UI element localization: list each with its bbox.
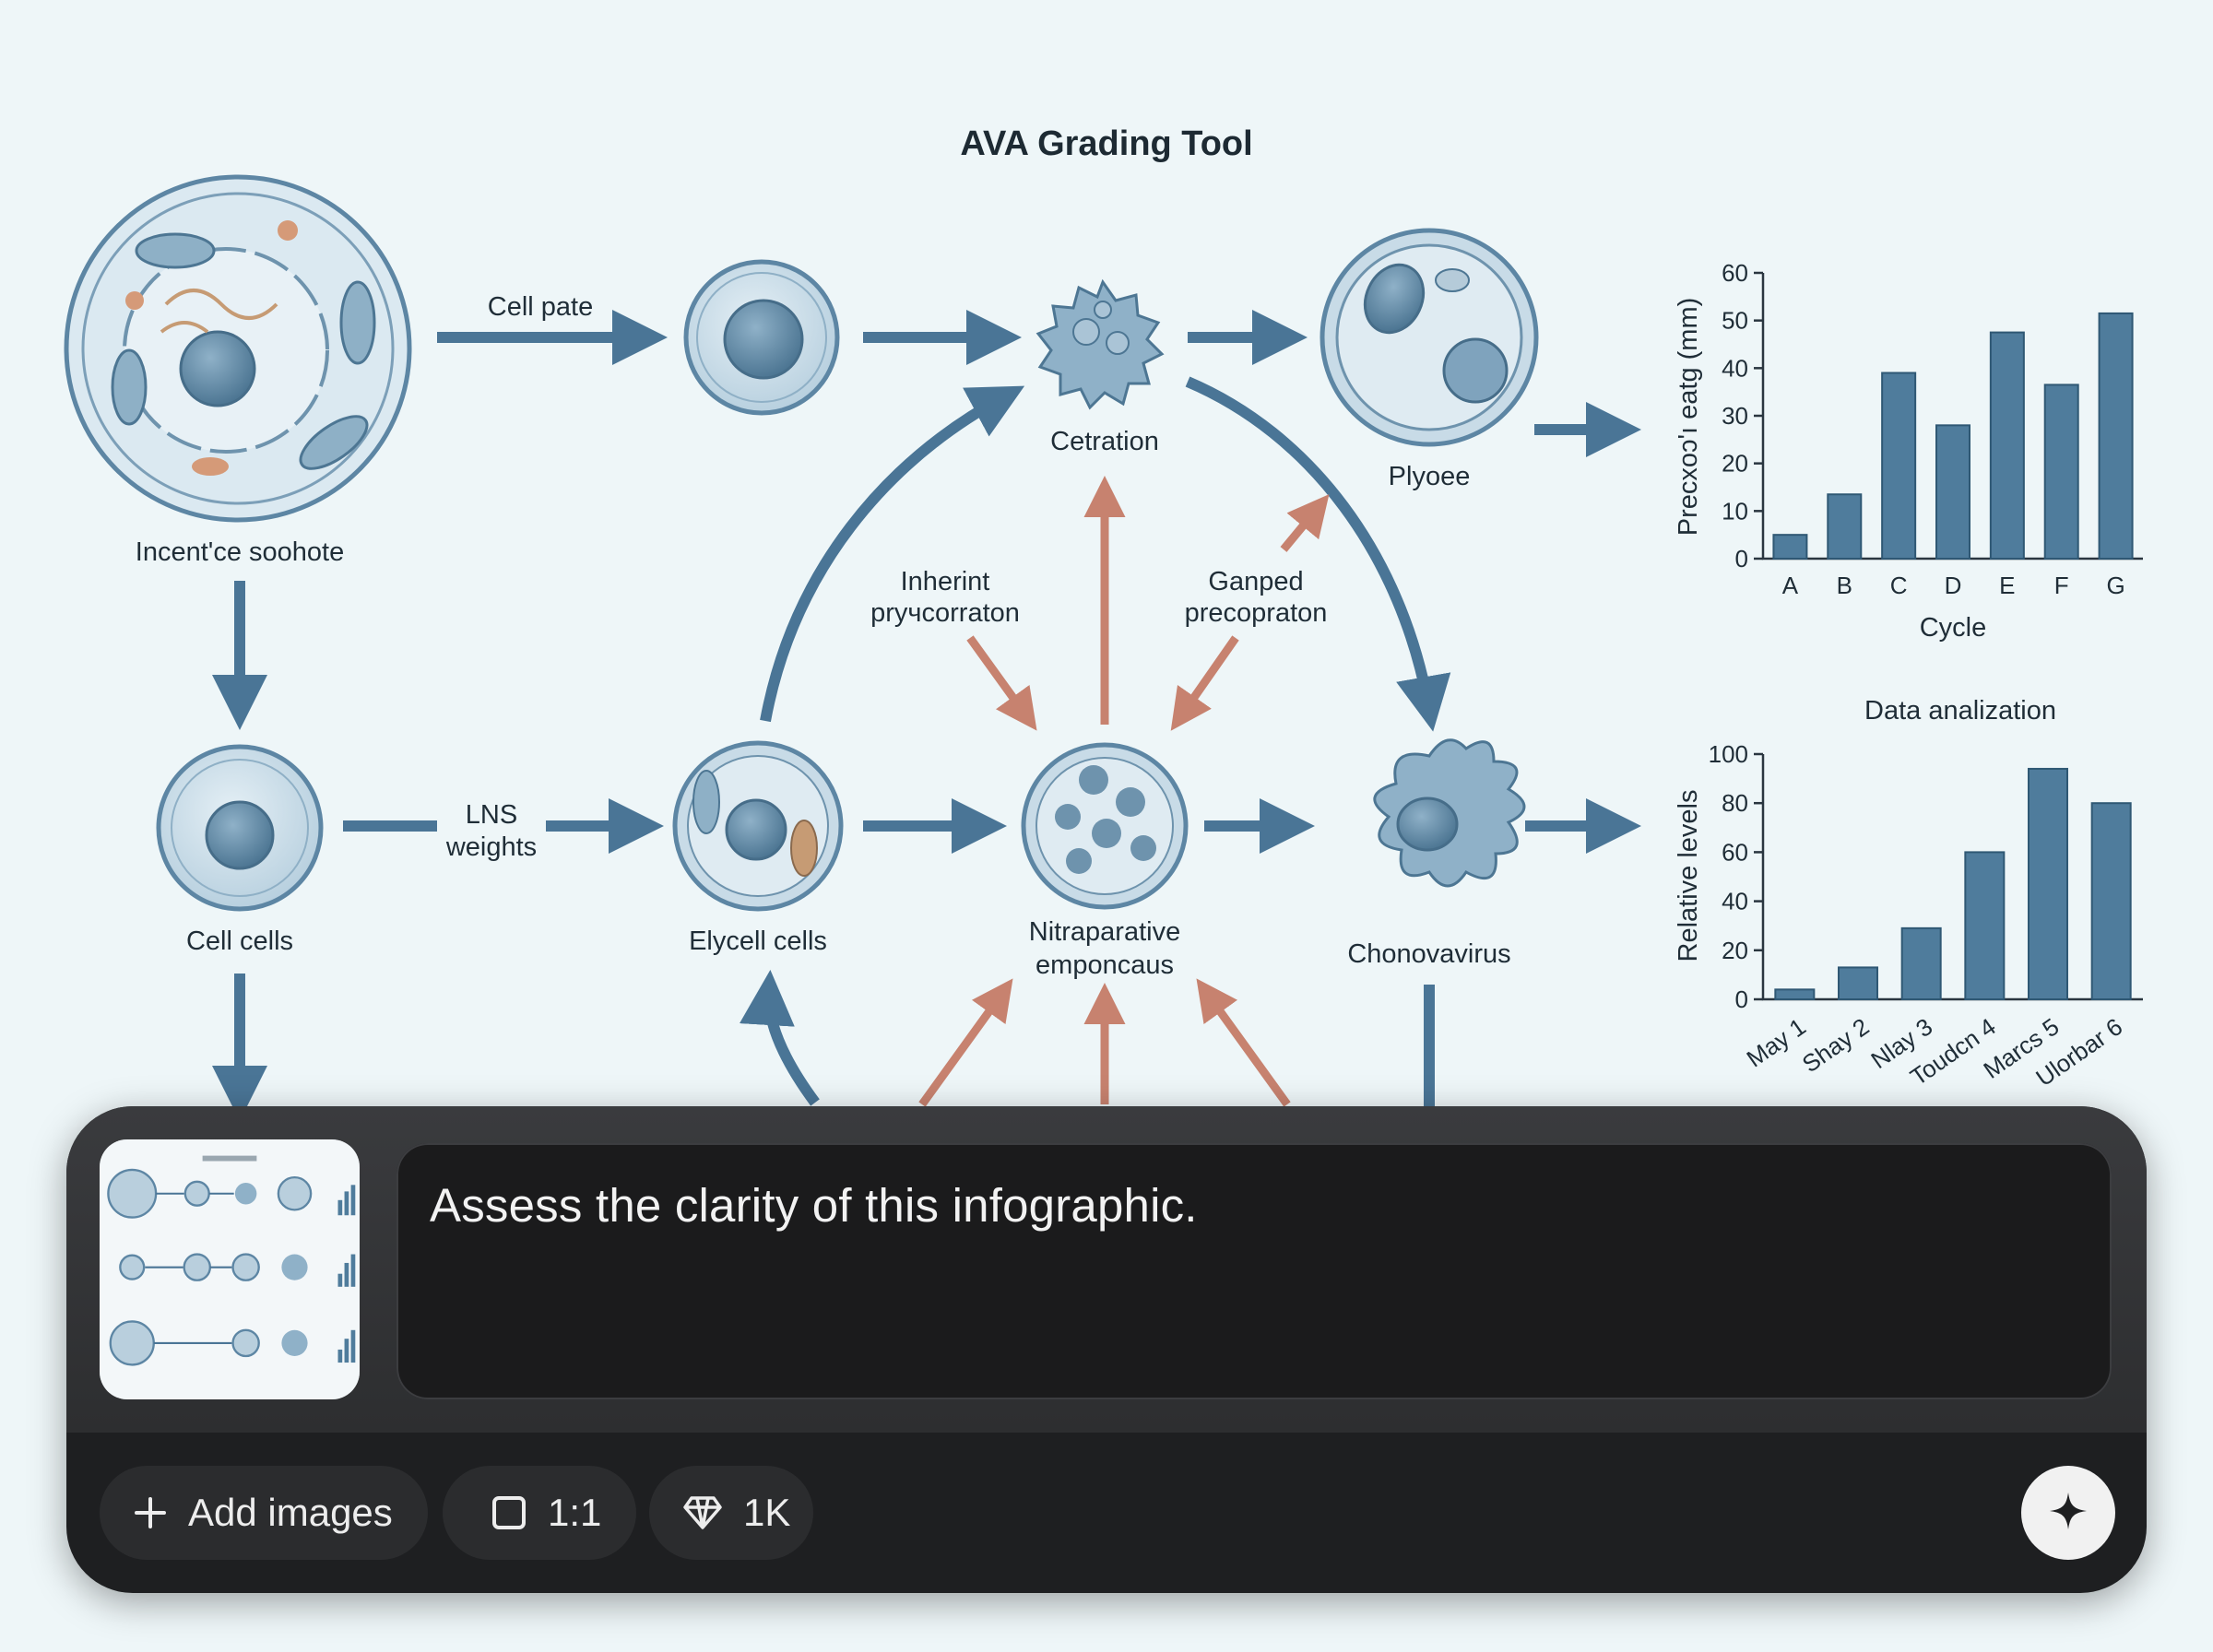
label-nitraparative-2: emponcaus: [1035, 950, 1174, 980]
arrow-ganped-to-plyoee: [1280, 494, 1330, 552]
chart2-bar: [1774, 988, 1816, 1000]
label-nitraparative-1: Nitraparative: [1029, 917, 1180, 947]
chart1-bar: [2098, 312, 2134, 560]
red-arrows: [918, 476, 1330, 1107]
chart1-bar: [1935, 424, 1970, 560]
generate-button[interactable]: [2021, 1466, 2115, 1560]
cell-cell-cells: [156, 744, 324, 912]
chart1-bar: [1827, 493, 1863, 560]
chart2-axes: [1761, 754, 2143, 1001]
infographic-title: AVA Grading Tool: [960, 124, 1252, 163]
cell-incent: [64, 174, 412, 523]
arrow-inherint-to-nitra: [966, 635, 1037, 731]
label-chonovavirus: Chonovavirus: [1347, 939, 1510, 969]
arrow-cetration-to-chono: [1185, 376, 1451, 732]
label-cetration: Cetration: [1050, 427, 1159, 456]
edge-label-ganped-2: precopraton: [1185, 598, 1328, 628]
blue-arrows: [212, 310, 1641, 1121]
edge-label-ganped-1: Ganped: [1208, 567, 1303, 596]
chart2-ytick-label: 0: [1735, 985, 1748, 1013]
chart2-bar: [2090, 802, 2132, 1001]
edge-label-lns-1: LNS: [466, 800, 517, 830]
quality-label: 1K: [743, 1491, 791, 1534]
edge-label-cell-pate: Cell pate: [488, 292, 593, 322]
cell-top-small: [683, 259, 840, 416]
label-cell-cells: Cell cells: [186, 926, 293, 956]
chart2-bar: [1964, 851, 2006, 1001]
aspect-ratio-button[interactable]: 1:1: [443, 1466, 636, 1560]
chart2-ytick-label: 60: [1722, 838, 1748, 866]
prompt-text: Assess the clarity of this infographic.: [430, 1179, 1198, 1232]
prompt-panel: Assess the clarity of this infographic. …: [66, 1106, 2147, 1593]
chart1-ytick-label: 20: [1722, 450, 1748, 478]
chart2-ylabel: Relative levels: [1674, 790, 1703, 962]
add-images-button[interactable]: Add images: [100, 1466, 428, 1560]
chart1-ytick-label: 60: [1722, 259, 1748, 287]
attached-image-thumbnail[interactable]: [100, 1139, 360, 1399]
chart-data-analization: Data analization Relative levels 0 20 40 60…: [1674, 696, 2143, 1092]
cell-cetration: [1035, 278, 1165, 410]
chart2-ytick-label: 40: [1722, 888, 1748, 915]
arrow-bottom-left-to-nitra: [918, 978, 1013, 1107]
chart-precision: Precxoɔ'ı eatg (mm) Cycle 0 10 20 30 40 50 60A…: [1674, 259, 2143, 643]
edge-label-inherint-2: prучcorraton: [870, 598, 1020, 628]
plus-icon: [133, 1495, 168, 1530]
sparkle-icon: [2048, 1491, 2089, 1536]
arrow-ganped-to-nitra: [1170, 635, 1239, 731]
cell-nitraparative: [1021, 742, 1189, 910]
label-plyoee: Plyoee: [1389, 462, 1471, 491]
chart1-xtick-label: B: [1837, 572, 1852, 599]
edge-label-lns-2: weights: [445, 832, 537, 862]
chart1-xtick-label: D: [1945, 572, 1962, 599]
chart1-xtick-label: E: [1999, 572, 2015, 599]
chart2-ytick-label: 100: [1709, 740, 1748, 768]
chart1-xtick-label: A: [1782, 572, 1799, 599]
cell-plyoee: [1320, 228, 1539, 447]
chart1-bar: [2043, 384, 2079, 560]
prompt-input[interactable]: Assess the clarity of this infographic.: [396, 1143, 2112, 1399]
chart1-bar: [1881, 372, 1917, 560]
quality-button[interactable]: 1K: [649, 1466, 813, 1560]
add-images-label: Add images: [188, 1491, 393, 1534]
chart1-bar: [1772, 534, 1808, 560]
arrow-bottom-right-to-nitra: [1196, 978, 1291, 1107]
chart1-xtick-label: G: [2106, 572, 2124, 599]
diamond-icon: [682, 1494, 723, 1531]
chart2-title: Data analization: [1864, 696, 2056, 726]
chart1-xtick-label: F: [2054, 572, 2069, 599]
arrow-elycell-to-cetration: [760, 385, 1025, 723]
chart1-bar: [1989, 331, 2025, 560]
aspect-ratio-label: 1:1: [548, 1491, 602, 1534]
cell-elycell: [672, 740, 844, 912]
square-icon: [491, 1494, 527, 1531]
chart2-xtick-label: May 1: [1742, 1012, 1811, 1072]
chart1-ytick-label: 40: [1722, 354, 1748, 382]
chart2-ytick-label: 20: [1722, 937, 1748, 964]
chart1-xtick-label: C: [1890, 572, 1908, 599]
chart2-bar: [2028, 767, 2068, 1001]
arrow-bottom-to-elycell: [739, 970, 820, 1106]
chart2-bar: [1838, 966, 1878, 1001]
chart1-ytick-label: 0: [1735, 545, 1748, 572]
edge-label-inherint-1: Inherint: [901, 567, 990, 596]
chart1-ytick-label: 30: [1722, 402, 1748, 430]
label-incent: Incent'ce soohote: [136, 537, 344, 567]
chart2-ytick-label: 80: [1722, 789, 1748, 817]
chart2-xtick-label: Shay 2: [1797, 1012, 1875, 1078]
chart1-ytick-label: 10: [1722, 497, 1748, 525]
label-elycell: Elycell cells: [689, 926, 827, 956]
chart1-ylabel: Precxoɔ'ı eatg (mm): [1674, 298, 1703, 537]
cell-chonovavirus: [1373, 738, 1526, 888]
chart1-xlabel: Cycle: [1920, 613, 1987, 643]
chart2-bar: [1900, 926, 1942, 1000]
chart1-ytick-label: 50: [1722, 307, 1748, 335]
thumbnail-preview: [100, 1139, 360, 1399]
